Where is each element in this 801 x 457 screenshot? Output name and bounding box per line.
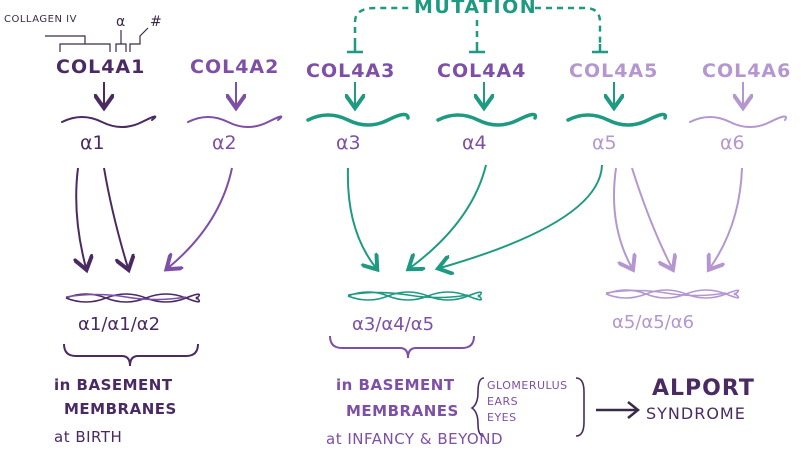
gene-col4a3: COL4A3: [306, 60, 396, 82]
chain-strands: [61, 112, 787, 128]
gene-col4a6: COL4A6: [702, 60, 792, 82]
gene-arrows: [104, 82, 743, 106]
chain-alpha6: α6: [720, 132, 745, 154]
gene-col4a5: COL4A5: [569, 60, 659, 82]
tissue-glomerulus: GLOMERULUS: [487, 379, 568, 392]
mutation-inhibit-bars: [347, 44, 608, 54]
chain-alpha2: α2: [212, 132, 237, 154]
number-annotation: #: [150, 14, 163, 30]
col4a1-annotation-brackets: [45, 27, 149, 52]
alport-subtitle: SYNDROME: [646, 404, 746, 423]
chain-alpha3: α3: [336, 132, 361, 154]
complex-a1a1a2: α1/α1/α2: [78, 314, 161, 335]
gene-col4a1: COL4A1: [56, 56, 146, 78]
tissue-ears: EARS: [487, 395, 519, 408]
mutation-label: MUTATION: [414, 0, 538, 18]
left-note-line1: in BASEMENT: [54, 376, 173, 394]
alport-title: ALPORT: [652, 376, 755, 401]
collagen-annotation: COLLAGEN IV: [4, 14, 77, 25]
chain-alpha5: α5: [592, 132, 617, 154]
chain-alpha4: α4: [462, 132, 487, 154]
braces: [63, 335, 585, 437]
middle-note-line1: in BASEMENT: [336, 376, 455, 394]
assembly-arrows: [76, 164, 743, 268]
middle-note-line3: at INFANCY & BEYOND: [326, 430, 504, 448]
left-note-line2: MEMBRANES: [64, 400, 177, 418]
gene-col4a2: COL4A2: [190, 56, 280, 78]
chain-alpha1: α1: [80, 132, 105, 154]
mutation-bracket: [353, 6, 602, 44]
complex-a3a4a5: α3/α4/α5: [352, 314, 435, 335]
complex-strands: [65, 289, 740, 303]
left-note-line3: at BIRTH: [54, 428, 123, 446]
tissue-eyes: EYES: [487, 411, 517, 424]
alpha-annotation: α: [116, 14, 126, 30]
complex-a5a5a6: α5/α5/α6: [612, 312, 695, 333]
gene-col4a4: COL4A4: [437, 60, 527, 82]
middle-note-line2: MEMBRANES: [346, 402, 459, 420]
